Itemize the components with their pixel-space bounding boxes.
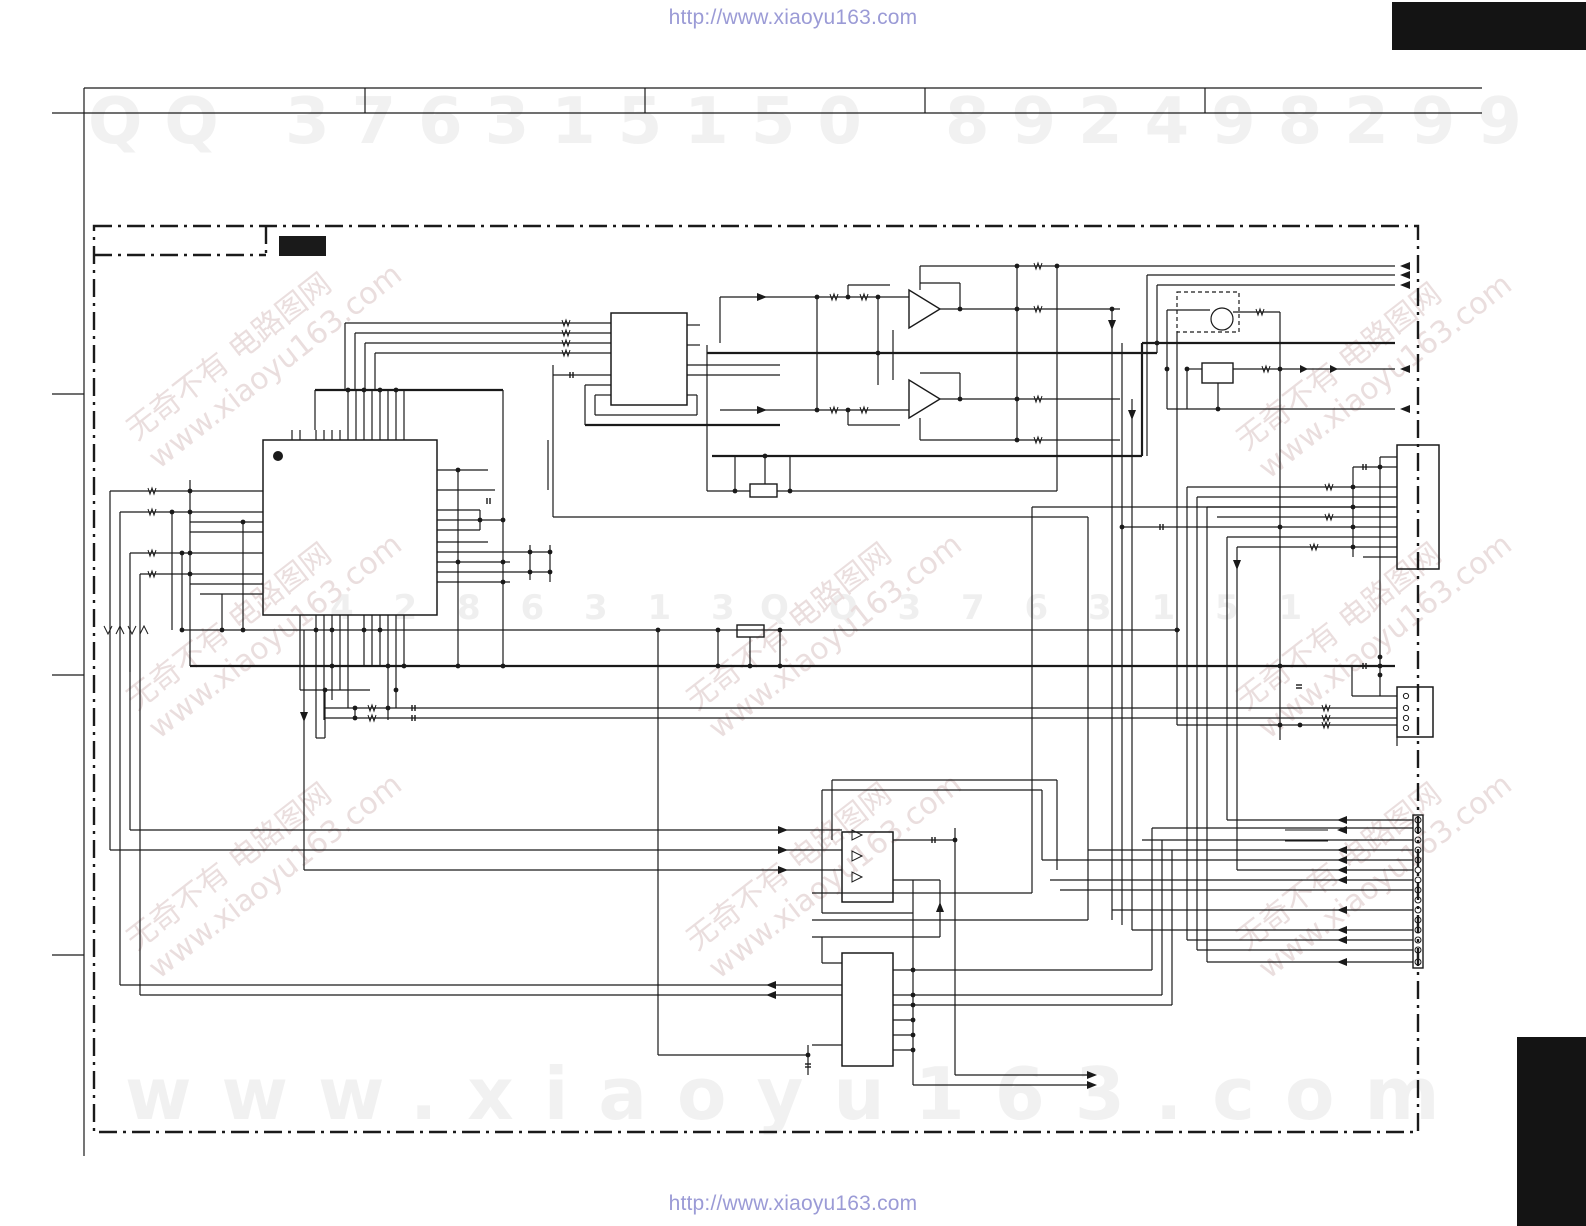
signal-arrows <box>300 262 1410 1089</box>
main-ic <box>262 390 438 738</box>
connector-cn2 <box>325 666 1434 746</box>
connector-cn3 <box>1042 487 1424 969</box>
page-tab-top-right <box>1392 2 1586 50</box>
watermark-qq-right: 892498299 <box>945 85 1544 159</box>
misc-wires <box>300 390 549 739</box>
board-outline <box>92 224 1420 1134</box>
watermark-mid-left: 4 2 8 6 3 1 3 <box>330 588 749 628</box>
watermark-site-big: www.xiaoyu163.com <box>125 1052 1470 1136</box>
left-bus <box>109 480 1180 995</box>
watermark-qq-left: QQ 376315150 <box>88 85 884 159</box>
signal-overbars <box>716 829 1328 996</box>
ic-right-pins <box>437 390 551 666</box>
board-label-tag <box>279 236 326 256</box>
buffer-gates <box>851 829 864 883</box>
junction-dots <box>169 263 1383 1058</box>
source-url-top[interactable]: http://www.xiaoyu163.com <box>668 6 918 29</box>
probe-marks <box>103 624 149 636</box>
page-tab-bottom-right <box>1517 1037 1586 1226</box>
grid-frame <box>52 87 1482 1156</box>
rc-network <box>657 345 1057 1056</box>
connector-cn1 <box>1121 343 1440 925</box>
capacitors <box>411 372 1367 1068</box>
ground-rail <box>190 341 1395 668</box>
shift-ic <box>120 828 1173 1086</box>
watermark-mid-right: Q Q 3 7 6 3 1 5 1 <box>760 588 1317 628</box>
buffer-ic <box>110 506 1395 1085</box>
connector-pins <box>1402 692 1422 966</box>
interface-ic <box>344 312 1089 920</box>
resistors <box>147 261 1334 730</box>
source-url-bottom[interactable]: http://www.xiaoyu163.com <box>668 1192 918 1215</box>
